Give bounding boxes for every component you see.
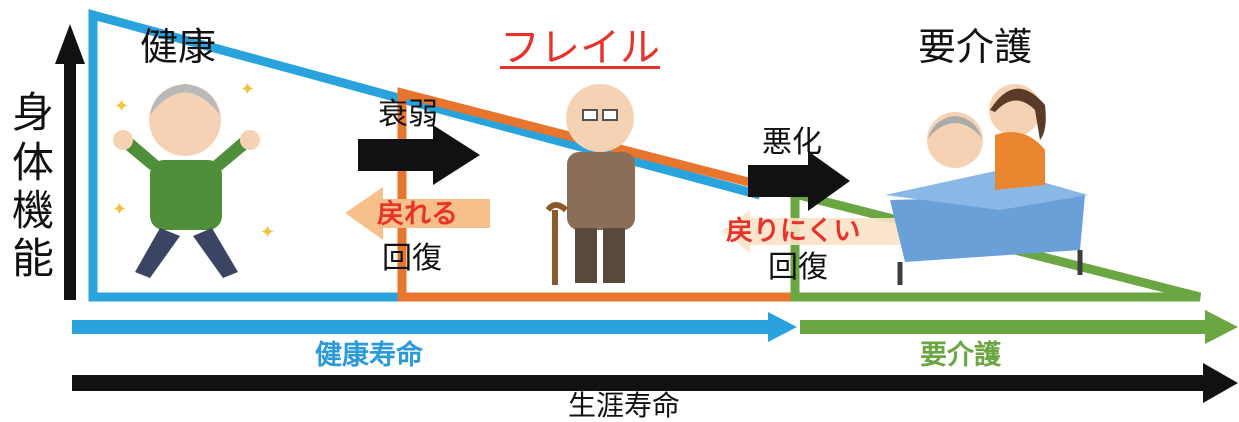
transition-decline: 衰弱 bbox=[378, 97, 438, 132]
svg-text:✦: ✦ bbox=[240, 79, 255, 100]
timeline-lifespan-label: 生涯寿命 bbox=[568, 389, 681, 422]
lifespan-arrow bbox=[72, 363, 1238, 403]
stage-title-care: 要介護 bbox=[918, 25, 1033, 69]
y-axis-char-1: 身 bbox=[12, 88, 55, 137]
stage-title-healthy: 健康 bbox=[140, 25, 217, 69]
svg-text:✦: ✦ bbox=[112, 199, 127, 220]
y-axis-arrowhead bbox=[55, 24, 85, 64]
frail-elder-illustration bbox=[545, 84, 635, 285]
healthy-life-arrow bbox=[72, 312, 797, 342]
healthy-elder-illustration: ✦ ✦ ✦ ✦ bbox=[112, 79, 275, 278]
healthy-slope-line bbox=[400, 94, 762, 200]
y-axis-char-4: 能 bbox=[12, 234, 55, 283]
timeline-healthy-life-label: 健康寿命 bbox=[315, 340, 423, 371]
label-recovery-1: 回復 bbox=[382, 241, 442, 276]
transition-worsen: 悪化 bbox=[762, 125, 822, 160]
hard-to-reverse-arrow bbox=[722, 210, 915, 253]
label-hard-to-reverse: 戻りにくい bbox=[726, 216, 861, 247]
stage-title-frailty: フレイル bbox=[500, 25, 660, 71]
care-period-arrow bbox=[800, 310, 1238, 344]
reversible-arrow bbox=[345, 187, 490, 240]
worsen-arrow bbox=[748, 151, 850, 211]
y-axis-char-2: 体 bbox=[12, 138, 55, 187]
care-illustration bbox=[885, 84, 1088, 285]
decline-arrow bbox=[358, 125, 480, 185]
label-reversible: 戻れる bbox=[377, 199, 458, 230]
svg-text:✦: ✦ bbox=[260, 222, 275, 243]
svg-text:✦: ✦ bbox=[114, 96, 129, 117]
y-axis-char-3: 機 bbox=[12, 186, 55, 235]
timeline-care-label: 要介護 bbox=[920, 340, 1001, 371]
label-recovery-2: 回復 bbox=[768, 250, 828, 285]
